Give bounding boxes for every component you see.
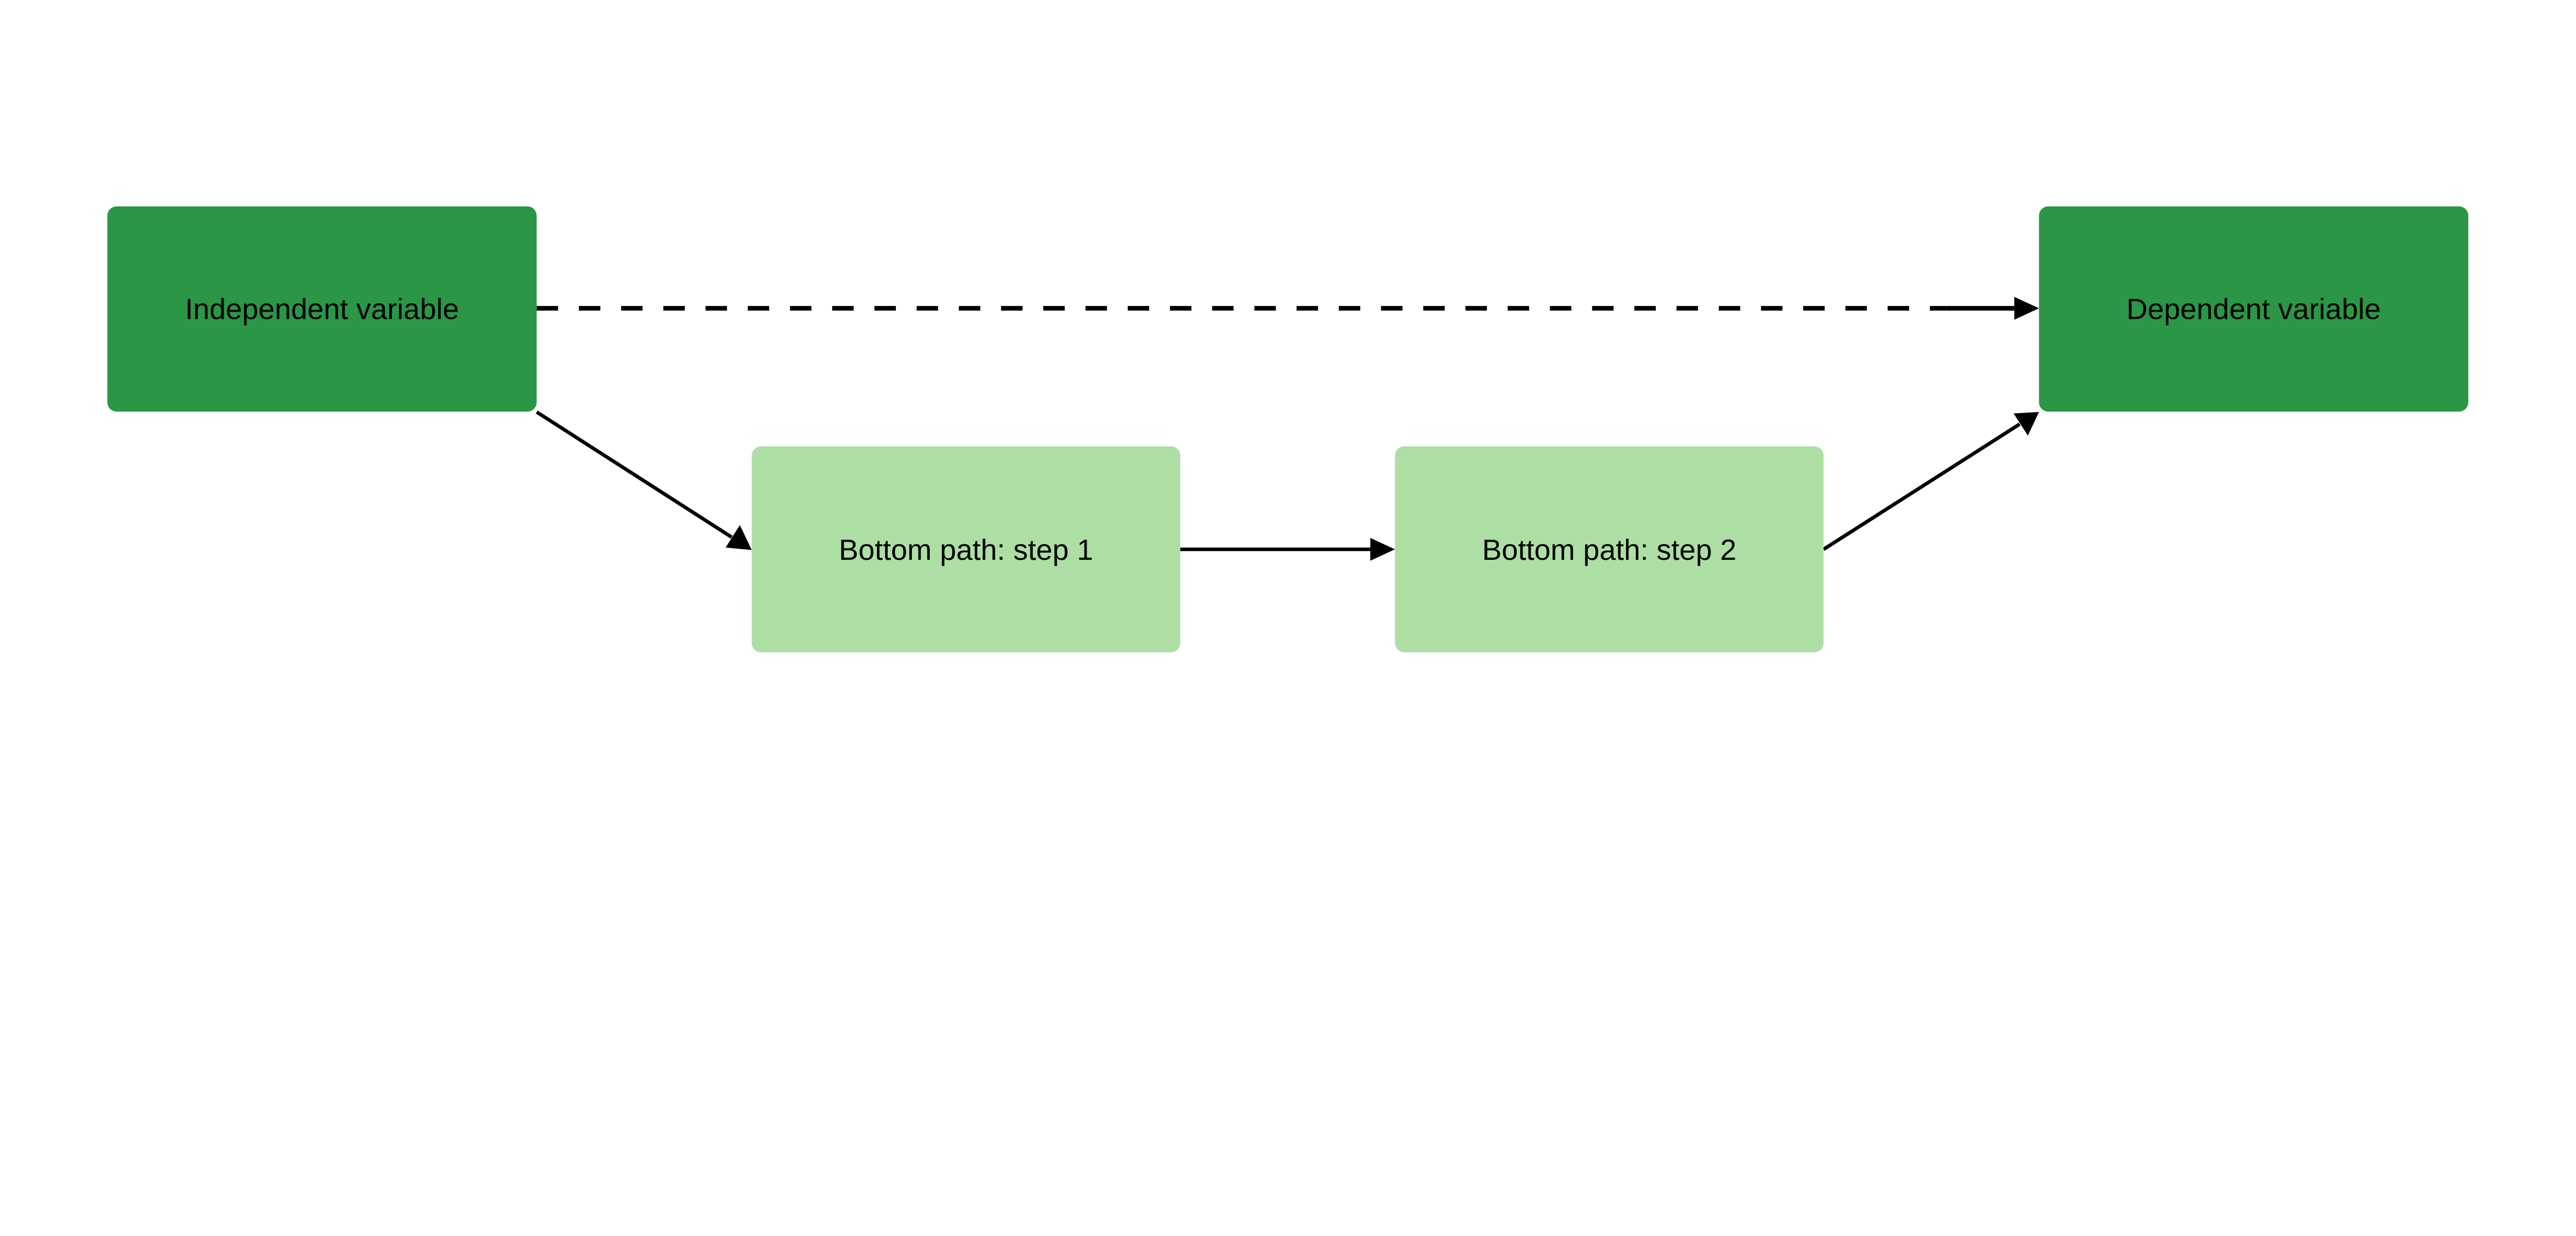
node-box xyxy=(1395,446,1824,653)
node-label: Independent variable xyxy=(185,293,459,325)
node-dependent-variable: Dependent variable xyxy=(2039,206,2468,412)
node-bottom-path-step-2: Bottom path: step 2 xyxy=(1395,446,1824,653)
arrowhead-dependent xyxy=(2014,297,2039,320)
arrowhead-step1 xyxy=(725,525,752,551)
node-box xyxy=(752,446,1180,653)
node-label: Bottom path: step 1 xyxy=(839,534,1093,566)
node-box xyxy=(2039,206,2468,412)
diagram: Independent variable Dependent variable … xyxy=(107,206,2468,653)
edge-step2-to-dependent xyxy=(1822,422,2021,551)
node-bottom-path-step-1: Bottom path: step 1 xyxy=(752,446,1180,653)
node-label: Bottom path: step 2 xyxy=(1482,534,1737,566)
arrowhead-dependent-bottom xyxy=(2013,411,2039,436)
node-label: Dependent variable xyxy=(2126,293,2381,325)
arrowhead-step2 xyxy=(1370,538,1395,561)
node-box xyxy=(107,206,537,412)
edge-independent-to-step1 xyxy=(535,410,733,539)
node-independent-variable: Independent variable xyxy=(107,206,537,412)
